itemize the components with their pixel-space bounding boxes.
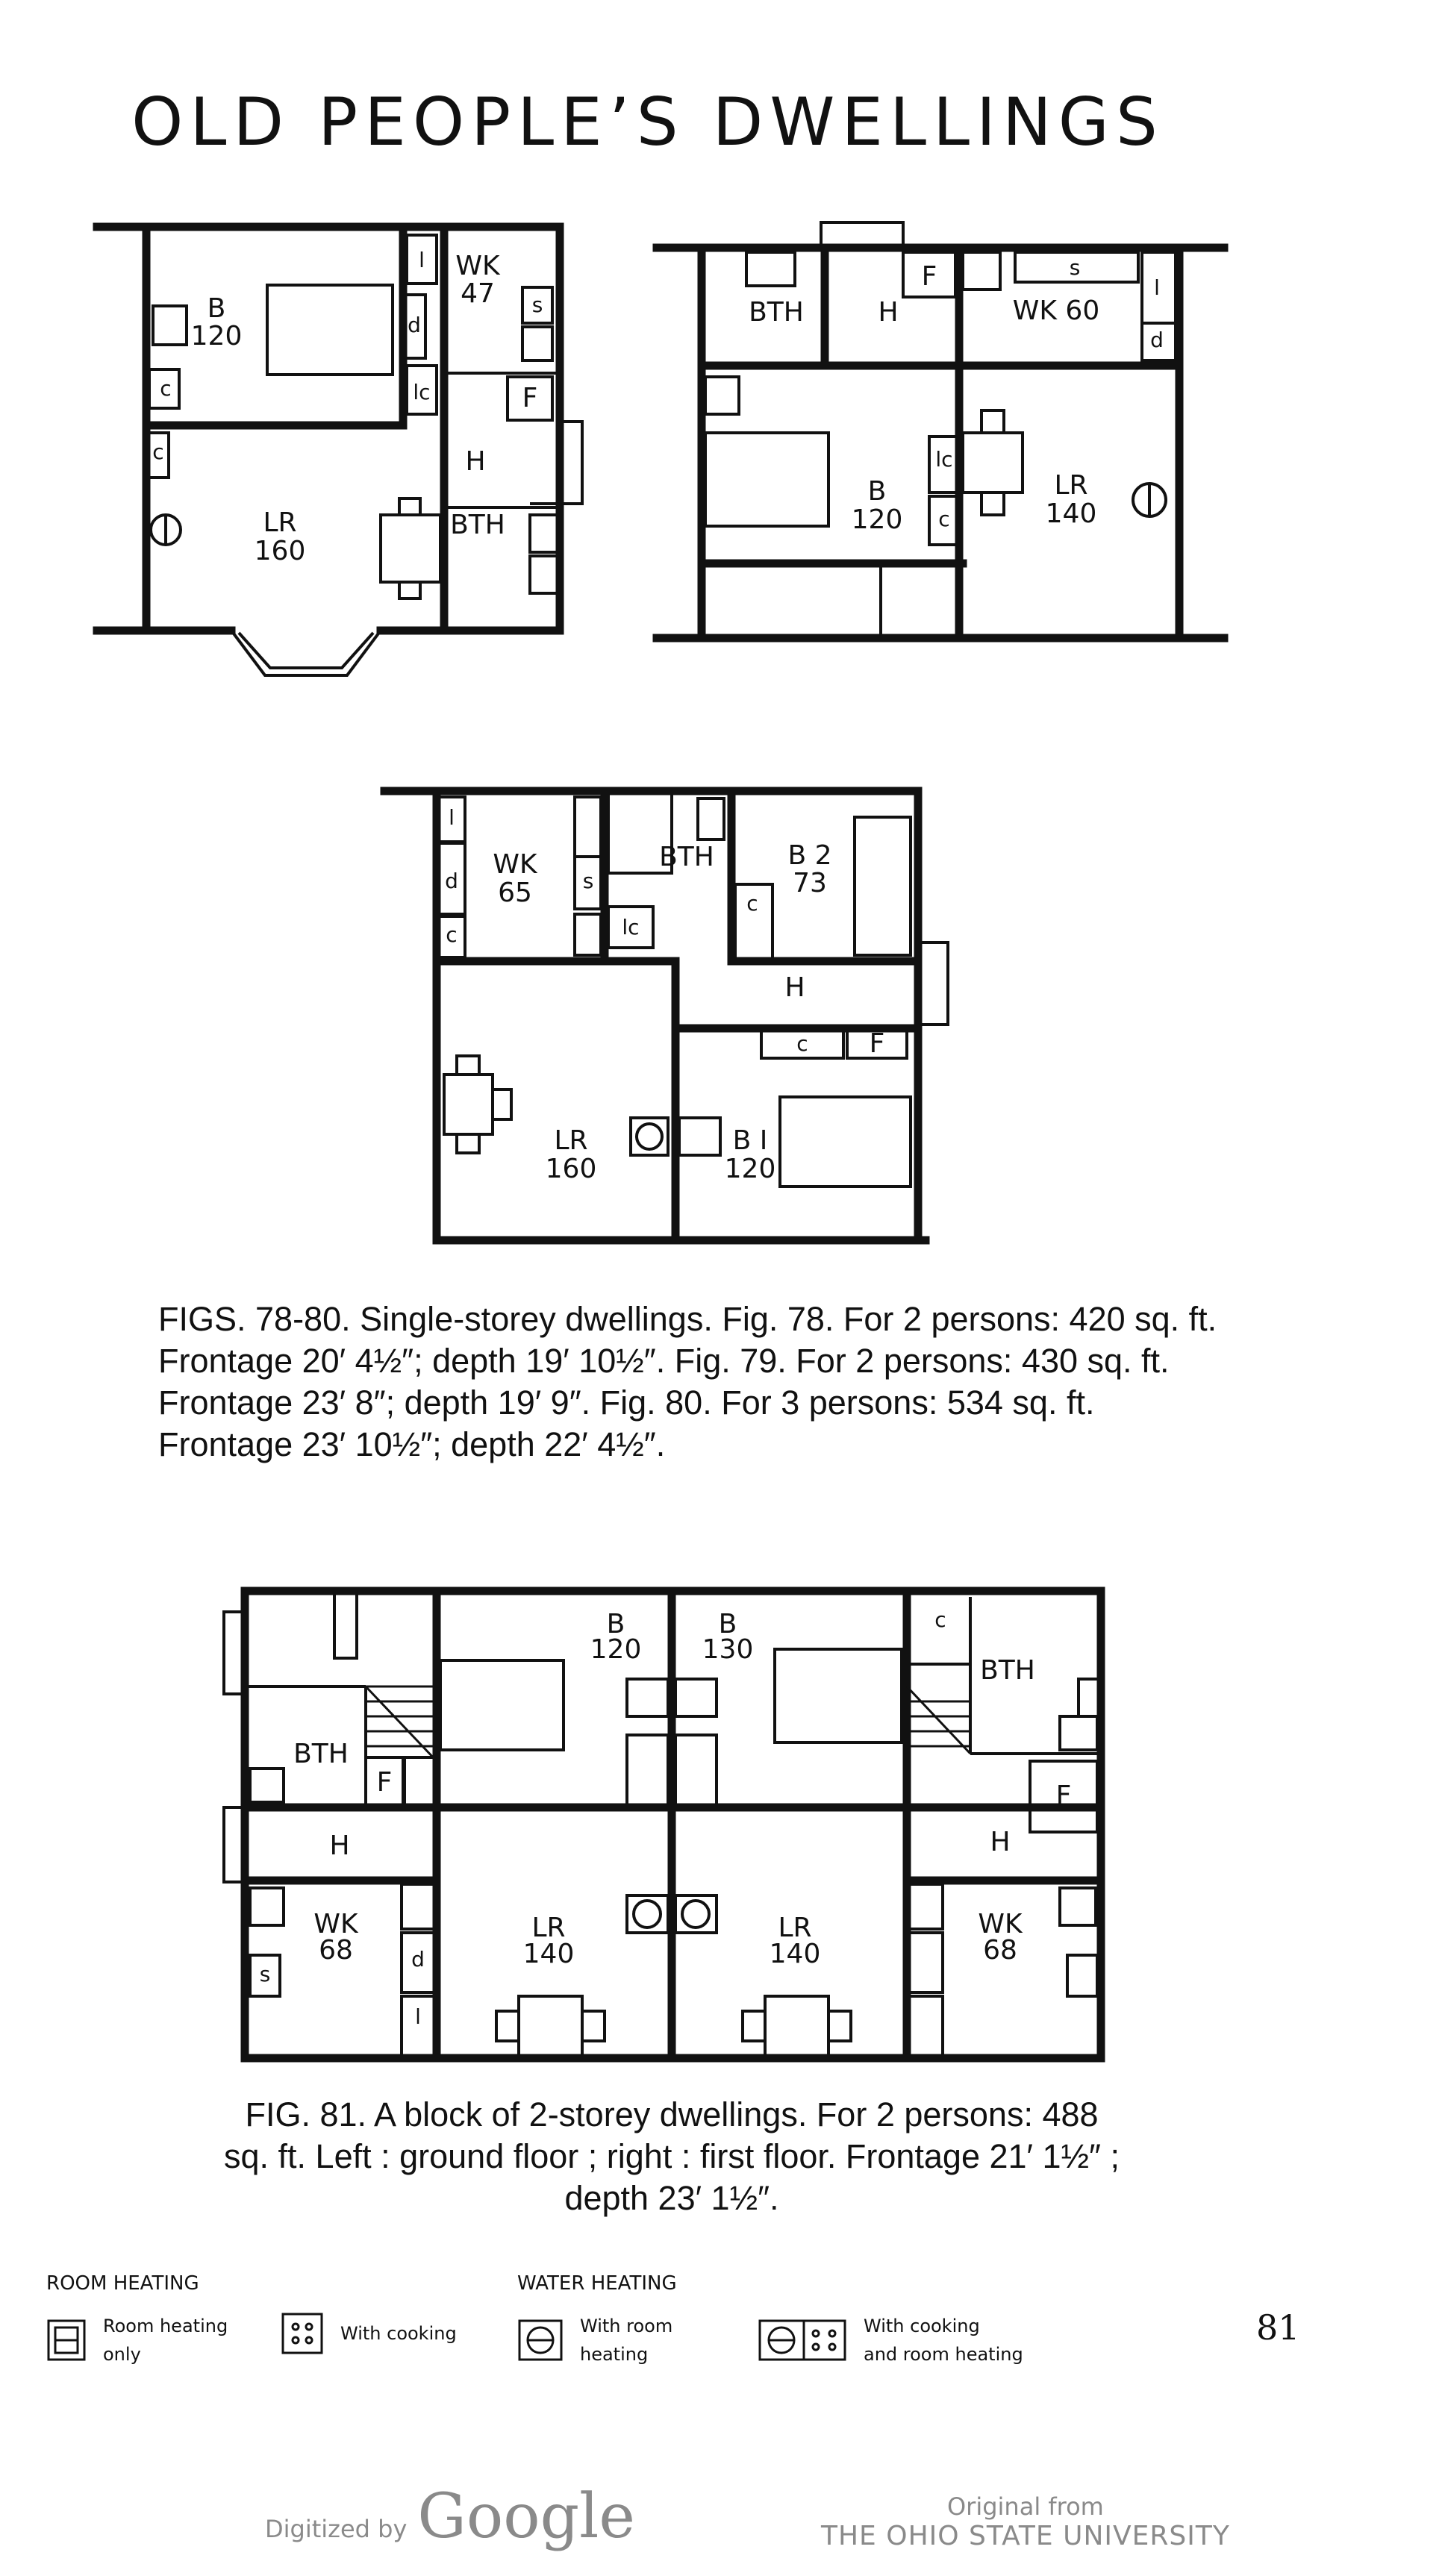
original-source-credit: Original from THE OHIO STATE UNIVERSITY [821,2492,1230,2551]
floor-plan-fig-81: B 120 B 130 BTH BTH H H WK 68 WK 68 LR 1… [222,1586,1105,2063]
svg-text:lc: lc [622,915,639,940]
svg-text:68: 68 [319,1935,353,1966]
svg-text:120: 120 [852,504,903,535]
svg-text:c: c [796,1031,808,1056]
svg-text:160: 160 [255,536,306,566]
svg-text:WK: WK [455,251,501,281]
svg-text:B: B [868,476,887,507]
svg-text:68: 68 [983,1935,1017,1966]
svg-text:BTH: BTH [659,842,714,872]
svg-text:140: 140 [770,1939,821,1969]
svg-text:47: 47 [461,278,495,309]
svg-text:s: s [1070,255,1081,280]
water-heater-icon [518,2319,563,2361]
svg-text:l: l [1154,275,1160,300]
svg-text:H: H [784,972,805,1003]
svg-text:B I: B I [733,1125,768,1156]
floor-plan-fig-79: BTH H F WK 60 s l d B 120 LR 140 lc c [652,221,1229,643]
svg-text:l: l [419,248,425,272]
svg-text:c: c [938,507,949,531]
svg-text:c: c [746,891,758,916]
svg-text:B: B [207,293,226,324]
svg-text:73: 73 [793,868,827,898]
svg-text:F: F [870,1028,885,1059]
svg-text:H: H [329,1831,349,1861]
svg-text:d: d [445,869,458,893]
svg-text:BTH: BTH [293,1739,349,1769]
svg-text:B: B [607,1609,625,1639]
floor-plan-fig-80: WK 65 BTH B 2 73 H LR 160 B I 120 l d c … [380,787,949,1245]
svg-text:d: d [1150,328,1164,352]
svg-text:s: s [532,293,543,317]
svg-text:l: l [449,805,455,830]
svg-text:c: c [160,376,171,401]
svg-text:c: c [152,440,163,464]
svg-text:d: d [408,313,421,337]
svg-text:F: F [377,1767,393,1798]
svg-text:120: 120 [191,321,243,351]
svg-text:s: s [583,869,594,893]
svg-text:LR: LR [778,1913,811,1943]
legend-item-with-cooking: With cooking [281,2312,490,2355]
svg-text:s: s [260,1962,271,1986]
svg-text:H: H [878,297,898,328]
svg-text:140: 140 [1046,498,1097,529]
page-number: 81 [1256,2307,1300,2348]
page-title: OLD PEOPLE’S DWELLINGS [131,84,1164,160]
svg-text:BTH: BTH [450,510,505,540]
svg-text:WK: WK [313,1909,359,1939]
legend-water-heating-heading: WATER HEATING [517,2272,677,2295]
google-logo: Google [417,2481,635,2552]
svg-text:c: c [446,922,457,947]
room-heating-icon [47,2319,86,2361]
svg-text:LR: LR [1054,470,1087,501]
svg-text:B 2: B 2 [787,840,831,871]
svg-text:H: H [990,1827,1010,1857]
svg-text:BTH: BTH [980,1655,1035,1686]
svg-text:65: 65 [498,878,532,908]
svg-text:WK: WK [493,849,538,880]
svg-text:d: d [411,1947,425,1972]
digitized-by-google-watermark: Digitized by Google [265,2481,635,2552]
svg-text:B: B [719,1609,737,1639]
floor-plan-fig-78: B 120 WK 47 LR 160 H BTH l s d lc F c c [93,222,584,677]
caption-figs-78-80: FIGS. 78-80. Single-storey dwellings. Fi… [158,1300,1217,1463]
svg-text:c: c [934,1607,946,1632]
svg-text:120: 120 [590,1634,642,1665]
svg-text:LR: LR [531,1913,565,1943]
svg-text:l: l [415,2004,421,2029]
water-heater-cooker-icon [758,2319,846,2361]
svg-text:F: F [1056,1781,1072,1811]
svg-text:120: 120 [725,1154,776,1184]
svg-text:LR: LR [554,1125,587,1156]
svg-text:WK: WK [978,1909,1023,1939]
caption-fig-81: FIG. 81. A block of 2-storey dwellings. … [224,2095,1120,2217]
svg-text:lc: lc [935,447,952,472]
svg-text:H: H [465,446,485,477]
svg-text:BTH: BTH [749,297,804,328]
legend-room-heating-heading: ROOM HEATING [46,2272,199,2295]
svg-text:F: F [522,383,538,413]
svg-text:WK 60: WK 60 [1013,296,1099,326]
svg-text:LR: LR [263,507,296,538]
svg-text:lc: lc [413,380,430,404]
svg-text:160: 160 [546,1154,597,1184]
svg-text:F: F [922,261,937,292]
cooker-icon [281,2313,323,2354]
svg-text:140: 140 [523,1939,575,1969]
svg-text:130: 130 [702,1634,754,1665]
